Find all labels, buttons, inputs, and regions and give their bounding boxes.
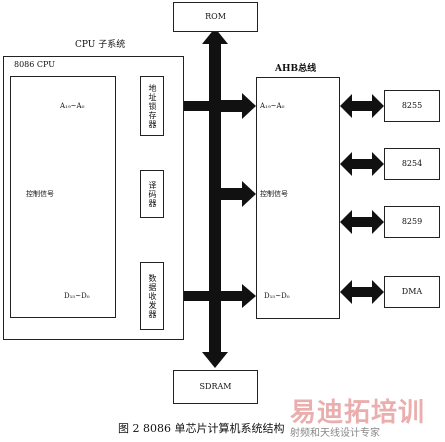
cpu-address-label: A₁₉~A₀ bbox=[60, 102, 85, 110]
bus-to-ahb-data-arrow bbox=[205, 284, 256, 308]
rom-box: ROM bbox=[173, 2, 258, 32]
decoder-box: 译码器 bbox=[140, 170, 164, 218]
rom-label: ROM bbox=[205, 12, 226, 21]
cpu-control-label: 控制信号 bbox=[26, 190, 54, 198]
ahb-8254-arrow bbox=[340, 152, 384, 176]
bus-to-ahb-control-arrow bbox=[215, 181, 256, 207]
ahb-data-label: D₁₅~D₀ bbox=[264, 292, 290, 300]
peripheral-8259: 8259 bbox=[384, 206, 440, 238]
sdram-label: SDRAM bbox=[199, 382, 232, 391]
peripheral-8255: 8255 bbox=[384, 90, 440, 122]
address-latch-box: 地址锁存器 bbox=[140, 76, 164, 136]
peripheral-8254: 8254 bbox=[384, 148, 440, 180]
peripheral-8259-label: 8259 bbox=[401, 217, 423, 226]
watermark-logo: 易迪拓培训 bbox=[290, 398, 426, 428]
decoder-label: 译码器 bbox=[148, 180, 157, 208]
figure-caption: 图 2 8086 单芯片计算机系统结构 bbox=[118, 422, 285, 435]
ahb-control-label: 控制信号 bbox=[260, 190, 288, 198]
cpu-title: 8086 CPU bbox=[14, 60, 56, 69]
address-latch-label: 地址锁存器 bbox=[148, 83, 157, 129]
sdram-box: SDRAM bbox=[173, 370, 258, 404]
data-transceiver-box: 数据收发器 bbox=[140, 262, 164, 330]
ahb-box bbox=[256, 77, 340, 319]
ahb-title: AHB总线 bbox=[275, 64, 317, 74]
ahb-dma-arrow bbox=[340, 280, 384, 304]
peripheral-8255-label: 8255 bbox=[401, 101, 423, 110]
cpu-subsystem-title: CPU 子系统 bbox=[75, 40, 126, 50]
peripheral-dma-label: DMA bbox=[401, 287, 423, 296]
peripheral-8254-label: 8254 bbox=[401, 159, 423, 168]
ahb-address-label: A₁₉~A₀ bbox=[260, 102, 285, 110]
ahb-8255-arrow bbox=[340, 94, 384, 118]
data-transceiver-label: 数据收发器 bbox=[148, 273, 157, 319]
ahb-8259-arrow bbox=[340, 210, 384, 234]
watermark-subtitle: 射频和天线设计专家 bbox=[290, 428, 380, 439]
peripheral-dma: DMA bbox=[384, 276, 440, 308]
cpu-data-label: D₁₅~D₀ bbox=[64, 292, 90, 300]
bus-to-ahb-address-arrow bbox=[215, 93, 256, 119]
cpu-box bbox=[10, 76, 116, 318]
